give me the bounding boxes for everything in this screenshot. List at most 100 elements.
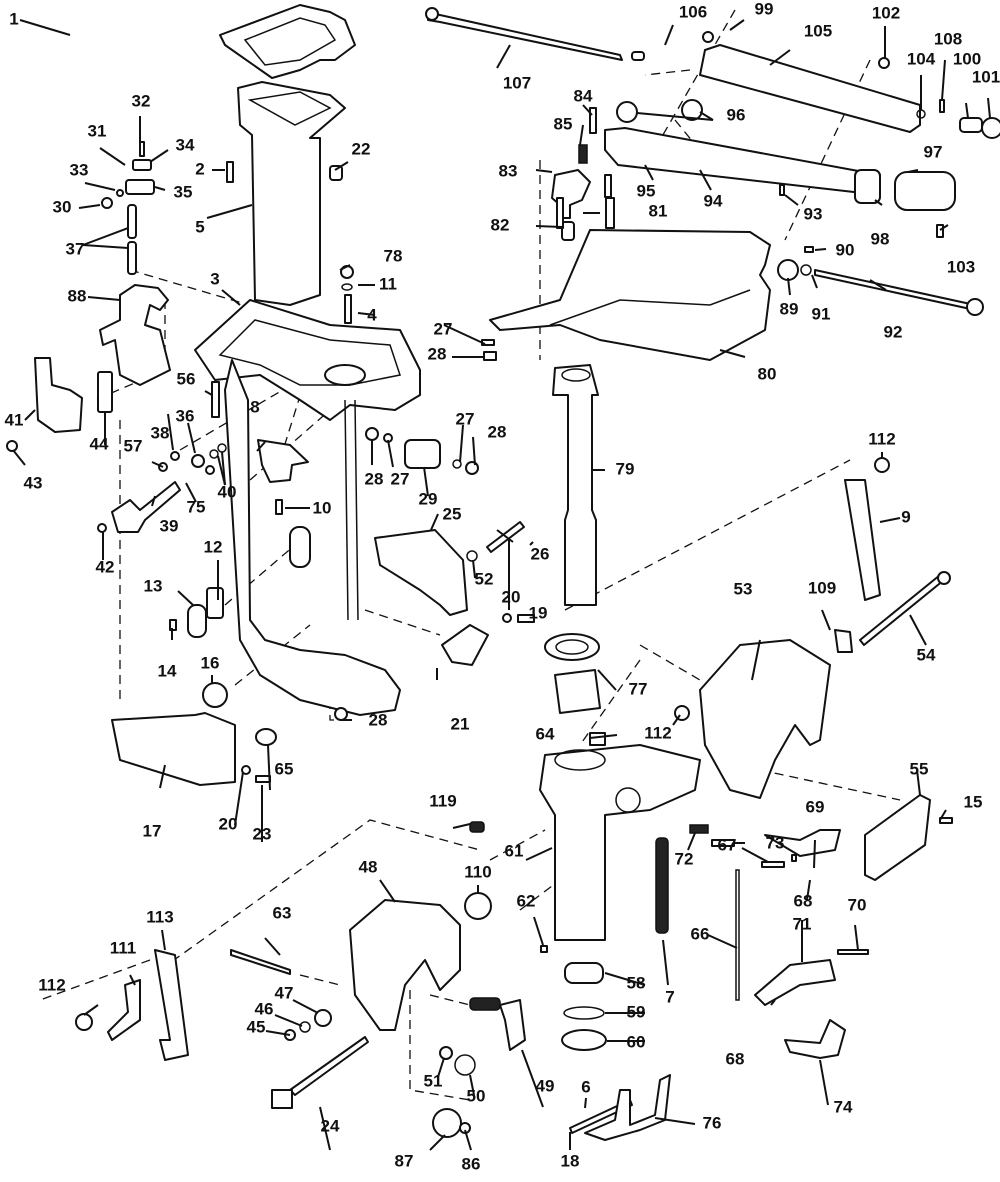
parts bbox=[6, 4, 1000, 1141]
part-plate bbox=[97, 371, 113, 413]
callout-28-right: 28 bbox=[488, 422, 507, 441]
part-bolt-63 bbox=[230, 949, 291, 975]
callout-58: 58 bbox=[627, 973, 646, 992]
callout-3: 3 bbox=[210, 269, 219, 288]
callout-83: 83 bbox=[499, 161, 518, 180]
callout-26: 26 bbox=[531, 544, 550, 563]
part-stern-bracket bbox=[539, 744, 701, 941]
callout-14: 14 bbox=[158, 661, 177, 680]
callout-98: 98 bbox=[871, 229, 890, 248]
part-rubber-mount bbox=[257, 439, 309, 483]
part-stud bbox=[344, 294, 352, 324]
callout-105: 105 bbox=[804, 21, 832, 40]
part-plate-55 bbox=[864, 794, 931, 881]
part-handle bbox=[34, 357, 83, 433]
callout-19: 19 bbox=[529, 603, 548, 622]
callout-87: 87 bbox=[395, 1151, 414, 1170]
callout-40: 40 bbox=[218, 482, 237, 501]
callout-27-mid: 27 bbox=[391, 469, 410, 488]
callout-5: 5 bbox=[195, 217, 204, 236]
callout-24: 24 bbox=[321, 1116, 340, 1135]
part-clamp bbox=[132, 159, 152, 171]
callout-112-mid: 112 bbox=[644, 723, 671, 742]
part-exhaust-tube bbox=[237, 81, 346, 306]
callout-44: 44 bbox=[90, 434, 109, 453]
part-gasket-small bbox=[206, 587, 224, 619]
part-pad bbox=[432, 1108, 462, 1138]
callout-4: 4 bbox=[367, 305, 377, 324]
part-throttle-grip bbox=[894, 171, 956, 211]
part-friction-knob bbox=[777, 259, 799, 281]
callout-41: 41 bbox=[5, 410, 24, 429]
part-bushing-58 bbox=[564, 962, 604, 984]
callout-78: 78 bbox=[384, 246, 403, 265]
part-driveshaft-housing bbox=[224, 359, 401, 716]
callout-25: 25 bbox=[443, 504, 462, 523]
callout-82: 82 bbox=[491, 215, 510, 234]
callout-106: 106 bbox=[679, 2, 707, 21]
part-bolt bbox=[226, 161, 234, 183]
callout-103: 103 bbox=[947, 257, 975, 276]
callout-97: 97 bbox=[924, 142, 943, 161]
callout-56: 56 bbox=[177, 369, 196, 388]
callout-100: 100 bbox=[953, 49, 981, 68]
part-spring bbox=[959, 117, 983, 133]
part-tiller-housing bbox=[699, 44, 921, 133]
callout-102: 102 bbox=[872, 3, 900, 22]
callout-94: 94 bbox=[704, 191, 723, 210]
callout-23: 23 bbox=[253, 824, 272, 843]
callout-73: 73 bbox=[766, 833, 785, 852]
part-bolt-81 bbox=[605, 197, 615, 229]
callout-29: 29 bbox=[419, 489, 438, 508]
callout-79: 79 bbox=[616, 459, 635, 478]
callout-50: 50 bbox=[467, 1086, 486, 1105]
part-pin-upper bbox=[127, 204, 137, 239]
callout-71: 71 bbox=[793, 914, 812, 933]
callout-labels: 1 2 3 4 5 6 7 8 9 10 11 12 13 14 15 16 1… bbox=[5, 0, 1000, 1173]
part-clamp-screw bbox=[289, 1036, 369, 1096]
part-link-9 bbox=[844, 479, 881, 601]
callout-28-mid: 28 bbox=[365, 469, 384, 488]
leader-lines bbox=[12, 19, 991, 1151]
part-swivel-tube bbox=[552, 364, 599, 606]
callout-22: 22 bbox=[352, 139, 371, 158]
callout-32: 32 bbox=[132, 91, 151, 110]
callout-113: 113 bbox=[146, 907, 173, 926]
callout-38: 38 bbox=[151, 423, 170, 442]
callout-37: 37 bbox=[66, 239, 85, 258]
callout-15: 15 bbox=[964, 792, 983, 811]
part-access-plate bbox=[289, 526, 311, 568]
callout-65: 65 bbox=[275, 759, 294, 778]
part-clamp-bracket-left bbox=[349, 899, 461, 1031]
callout-68-lower: 68 bbox=[726, 1049, 745, 1068]
callout-1: 1 bbox=[9, 9, 18, 28]
callout-13: 13 bbox=[144, 576, 163, 595]
part-mount-housing bbox=[374, 529, 468, 616]
part-retainer bbox=[441, 624, 489, 666]
callout-20-lower: 20 bbox=[219, 814, 238, 833]
callout-95: 95 bbox=[637, 181, 656, 200]
callout-27-top: 27 bbox=[434, 319, 453, 338]
callout-107: 107 bbox=[503, 73, 531, 92]
part-lower-cover bbox=[111, 712, 236, 786]
part-extension-spring bbox=[655, 837, 669, 934]
callout-30: 30 bbox=[53, 197, 72, 216]
callout-9: 9 bbox=[901, 507, 910, 526]
part-throttle-rod bbox=[427, 11, 623, 61]
callout-85: 85 bbox=[554, 114, 573, 133]
callout-76: 76 bbox=[703, 1113, 722, 1132]
callout-89: 89 bbox=[780, 299, 799, 318]
part-rod-66 bbox=[735, 869, 740, 1001]
callout-67: 67 bbox=[718, 835, 737, 854]
callout-11: 11 bbox=[379, 274, 397, 293]
callout-75: 75 bbox=[187, 497, 206, 516]
part-gasket bbox=[219, 4, 356, 79]
callout-31: 31 bbox=[88, 121, 107, 140]
callout-28-top: 28 bbox=[428, 344, 447, 363]
callout-7: 7 bbox=[665, 987, 674, 1006]
callout-108: 108 bbox=[934, 29, 962, 48]
callout-57: 57 bbox=[124, 436, 143, 455]
callout-49: 49 bbox=[536, 1076, 555, 1095]
part-bushing-60 bbox=[561, 1029, 607, 1051]
callout-90: 90 bbox=[836, 240, 855, 259]
